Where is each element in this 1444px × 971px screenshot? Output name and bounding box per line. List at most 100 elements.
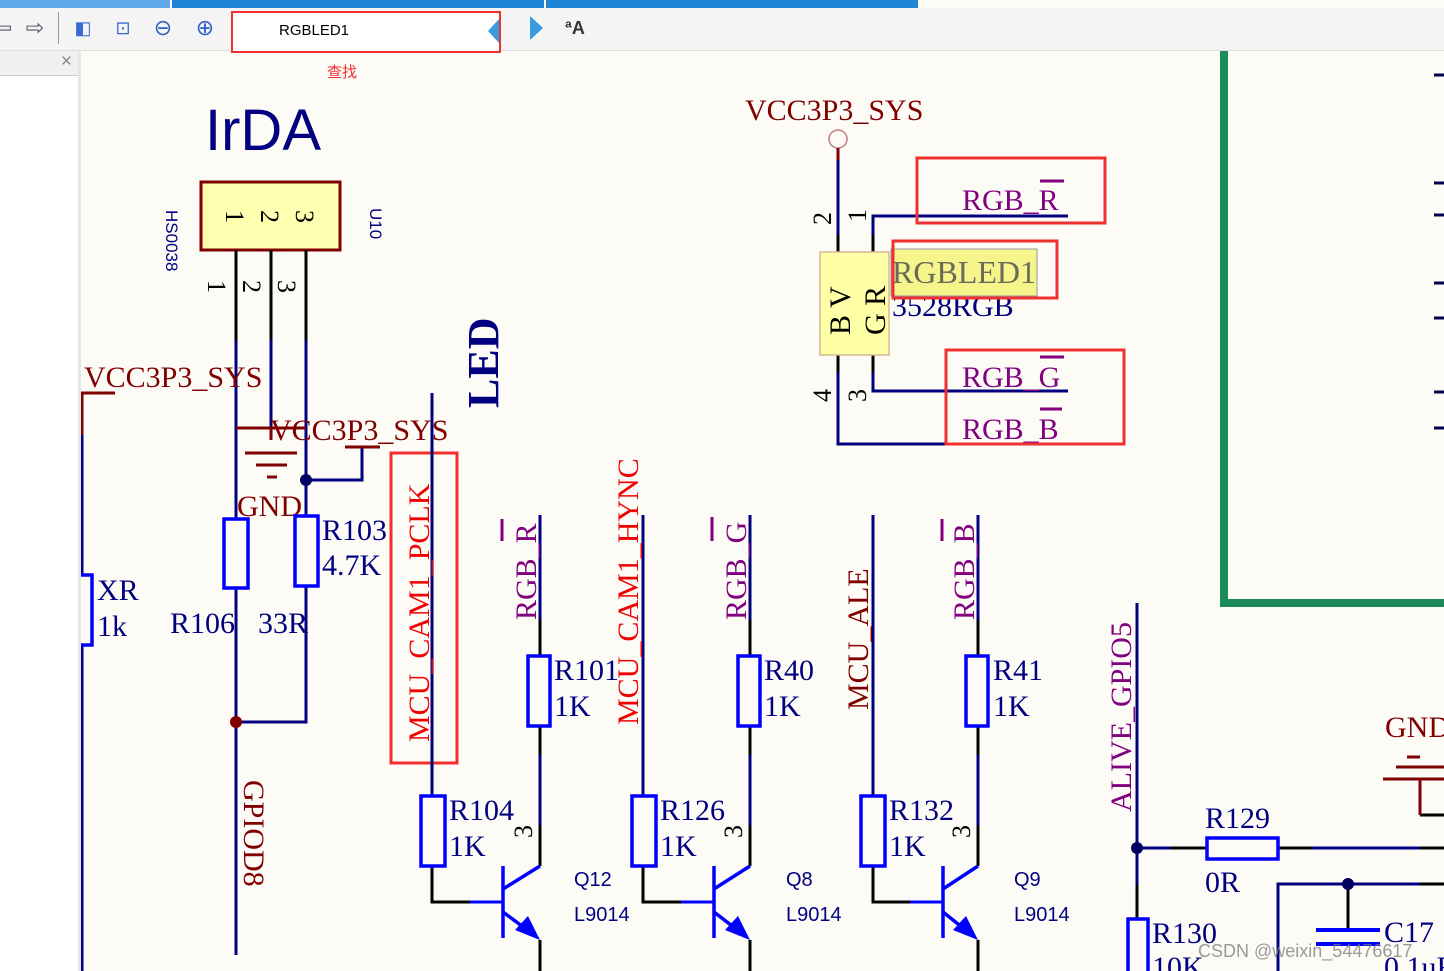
- font-size-icon[interactable]: ªA: [565, 17, 585, 38]
- toolbar-divider: [58, 12, 59, 44]
- zoom-in-icon[interactable]: ⊕: [195, 15, 215, 40]
- close-icon[interactable]: ×: [60, 51, 72, 72]
- forward-icon[interactable]: ⇨: [25, 15, 45, 40]
- fit-width-icon[interactable]: ◧: [74, 17, 92, 38]
- rgbled-pins-left: B V: [824, 286, 857, 335]
- channel-2: MCU_CAM1_HYNC R126 1K RGB_G R40 1K 3 Q8 …: [612, 458, 842, 971]
- rc-name: R40: [764, 654, 814, 687]
- highlight-box: [389, 451, 459, 765]
- net-label-input: MCU_ALE: [842, 568, 875, 710]
- base-resistor[interactable]: [859, 794, 887, 868]
- fit-page-icon[interactable]: ⊡: [115, 17, 131, 38]
- xr-name: XR: [97, 574, 139, 607]
- pin-number: 3: [947, 825, 976, 838]
- u10-pin-number: 3: [272, 280, 301, 293]
- back-icon[interactable]: ⇦: [0, 15, 13, 40]
- net-label-input: MCU_CAM1_HYNC: [612, 458, 645, 725]
- gnd-symbol: [80, 391, 380, 479]
- r130-body[interactable]: [1126, 917, 1150, 971]
- rgbled-designator[interactable]: RGBLED1: [892, 254, 1036, 290]
- title-strip: [546, 0, 918, 8]
- collector-resistor[interactable]: [964, 654, 990, 728]
- r129-body[interactable]: [1205, 836, 1280, 861]
- u10-designator: U10: [366, 208, 385, 239]
- next-match-icon[interactable]: [530, 16, 543, 40]
- junction-dot: [1131, 842, 1143, 854]
- net-label-rgb-g: RGB_G: [962, 361, 1060, 394]
- r130-name: R130: [1152, 917, 1217, 950]
- net-label-rgb-b: RGB_B: [962, 413, 1059, 446]
- pin-number: 2: [808, 212, 837, 225]
- rc-value: 1K: [993, 690, 1030, 723]
- power-label-vcc: VCC3P3_SYS: [270, 414, 448, 447]
- rc-name: R101: [554, 654, 619, 687]
- watermark: CSDN @weixin_54476617: [1198, 941, 1413, 961]
- power-label-vcc: VCC3P3_SYS: [745, 94, 923, 127]
- search-match-highlight: [890, 248, 1038, 297]
- base-resistor[interactable]: [630, 794, 658, 868]
- title-strip: [172, 0, 544, 8]
- resistors[interactable]: [76, 514, 320, 647]
- r129-name: R129: [1205, 802, 1270, 835]
- right-pin-stubs: [1434, 73, 1444, 430]
- c17-value: 0.1uF: [1384, 951, 1444, 971]
- left-panel: ×: [0, 50, 81, 971]
- u10-body[interactable]: [199, 180, 342, 252]
- junction-dot: [230, 716, 242, 728]
- emitter-arrow-icon: [725, 916, 750, 940]
- search-input[interactable]: [277, 21, 461, 40]
- net-label-input: MCU_CAM1_PCLK: [403, 483, 436, 742]
- gnd-label: GND: [1385, 711, 1444, 744]
- r103-value: 4.7K: [322, 549, 382, 582]
- r106-value: 33R: [258, 607, 308, 640]
- pin-number: 1: [843, 209, 872, 222]
- net-label-output: RGB_B: [948, 523, 981, 620]
- gnd-symbol: [1383, 755, 1444, 815]
- zoom-out-icon[interactable]: ⊖: [153, 15, 173, 40]
- led-title: LED: [459, 318, 508, 408]
- u10-pin-number: 2: [237, 280, 266, 293]
- junction-dot: [1342, 878, 1354, 890]
- pin-number: 4: [808, 389, 837, 402]
- rb-value: 1K: [889, 830, 926, 863]
- u10-pin-inside: 2: [255, 210, 284, 223]
- irda-wires: [234, 250, 364, 955]
- collector-resistor[interactable]: [526, 654, 552, 728]
- r106-name: R106: [170, 607, 235, 640]
- q-part: L9014: [1014, 904, 1070, 926]
- search-box[interactable]: [231, 11, 501, 53]
- q-name: Q8: [786, 869, 813, 891]
- title-strip: [0, 0, 170, 8]
- collector-resistor[interactable]: [736, 654, 762, 728]
- emitter-arrow-icon: [953, 916, 978, 940]
- previous-match-icon[interactable]: [488, 19, 499, 43]
- q-part: L9014: [574, 904, 630, 926]
- u10-pin-inside: 1: [220, 210, 249, 223]
- q-name: Q9: [1014, 869, 1041, 891]
- c17-body[interactable]: [1316, 928, 1380, 946]
- pin-number: 3: [843, 389, 872, 402]
- active-low-overlines: [1040, 179, 1064, 411]
- r103-name: R103: [322, 514, 387, 547]
- rc-value: 1K: [554, 690, 591, 723]
- rb-value: 1K: [660, 830, 697, 863]
- base-resistor[interactable]: [419, 794, 447, 868]
- rb-name: R126: [660, 794, 725, 827]
- rgbled-part: 3528RGB: [892, 290, 1014, 323]
- u10-part: HS0038: [162, 210, 181, 271]
- net-label-gpiod8: GPIOD8: [237, 780, 270, 887]
- u10-pin-number: 1: [202, 280, 231, 293]
- highlight-box: [891, 156, 1126, 446]
- r129-value: 0R: [1205, 866, 1240, 899]
- u10-pin-inside: 3: [290, 210, 319, 223]
- q-name: Q12: [574, 869, 612, 891]
- rgbled-body[interactable]: [819, 251, 890, 356]
- net-label-alive-gpio5: ALIVE_GPIO5: [1105, 622, 1138, 812]
- rc-value: 1K: [764, 690, 801, 723]
- sheet-border: [1220, 50, 1444, 607]
- irda-title: IrDA: [205, 98, 321, 163]
- find-label: 查找: [327, 64, 358, 81]
- pin-number: 3: [719, 825, 748, 838]
- net-label-output: RGB_G: [720, 522, 753, 620]
